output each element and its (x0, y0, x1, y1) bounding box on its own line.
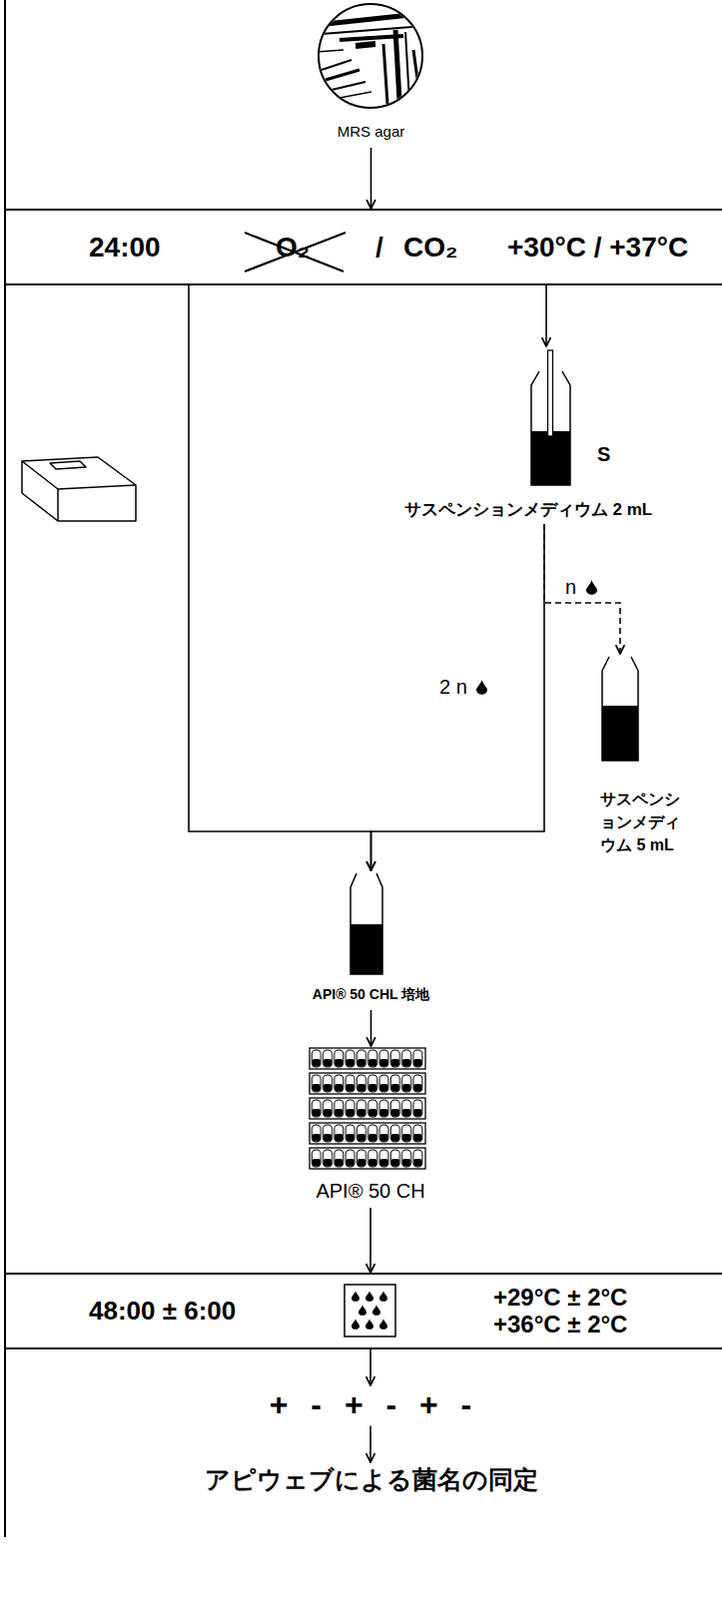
flow-arrow (188, 285, 372, 871)
flow-arrow (371, 524, 546, 871)
tube-label: サスペンションメディウム 5 mL (600, 787, 685, 858)
dashed-arrow (544, 524, 621, 655)
temperature-label: +30°C / +37°C (507, 230, 689, 265)
result-node: + - + - + - (230, 1386, 511, 1427)
tube-label: API® 50 CHL 培地 (312, 986, 430, 1004)
separator: / (375, 230, 384, 265)
tube-node: サスペンションメディウム 5 mL (594, 654, 691, 869)
suspension-tube (602, 657, 639, 761)
densitometer-icon (21, 457, 136, 522)
api-strip (309, 1048, 426, 1170)
incubation-band: 24:00 O₂ / CO₂ +30°C / +37°C (4, 208, 722, 286)
flow-arrow (545, 285, 548, 347)
incubation-band: 48:00 ± 6:00 +29°C ± 2°C+36°C ± 2°C (4, 1273, 722, 1351)
temperature-label: +36°C ± 2°C (493, 1312, 628, 1339)
gas-label: CO₂ (403, 230, 458, 265)
humidity-box (344, 1285, 396, 1338)
drop-symbol (476, 680, 488, 696)
drop-count: n (563, 575, 579, 600)
result-node: アピウェブによる菌名の同定 (109, 1462, 633, 1499)
tube-node: S サスペンションメディウム 2 mL (389, 346, 668, 525)
time-label: 24:00 (88, 230, 161, 265)
result-pattern: + - + - + - (269, 1386, 472, 1425)
plate-label: MRS agar (337, 122, 406, 141)
plate-node: MRS agar (289, 0, 453, 148)
strip-node: API® 50 CH (302, 1046, 439, 1209)
temperature-label: +29°C ± 2°C (493, 1285, 628, 1312)
tube-node: API® 50 CHL 培地 (289, 870, 453, 1011)
time-label: 48:00 ± 6:00 (88, 1296, 236, 1328)
gas-label: O₂ (275, 230, 310, 265)
petri-dish (317, 3, 424, 108)
tube-letter: S (597, 442, 611, 467)
medium-tube (350, 873, 383, 975)
flow-arrow (369, 1426, 372, 1463)
flow-arrow (370, 1010, 373, 1047)
identification-label: アピウェブによる菌名の同定 (204, 1464, 539, 1495)
tube-label: サスペンションメディウム 2 mL (404, 500, 653, 521)
drop-count: 2 n (437, 675, 470, 700)
flow-arrow (369, 1208, 372, 1274)
strip-label: API® 50 CH (315, 1179, 425, 1204)
flow-arrow (370, 147, 373, 209)
drop-symbol (586, 580, 598, 596)
suspension-tube (531, 350, 571, 486)
flow-arrow (369, 1350, 372, 1387)
